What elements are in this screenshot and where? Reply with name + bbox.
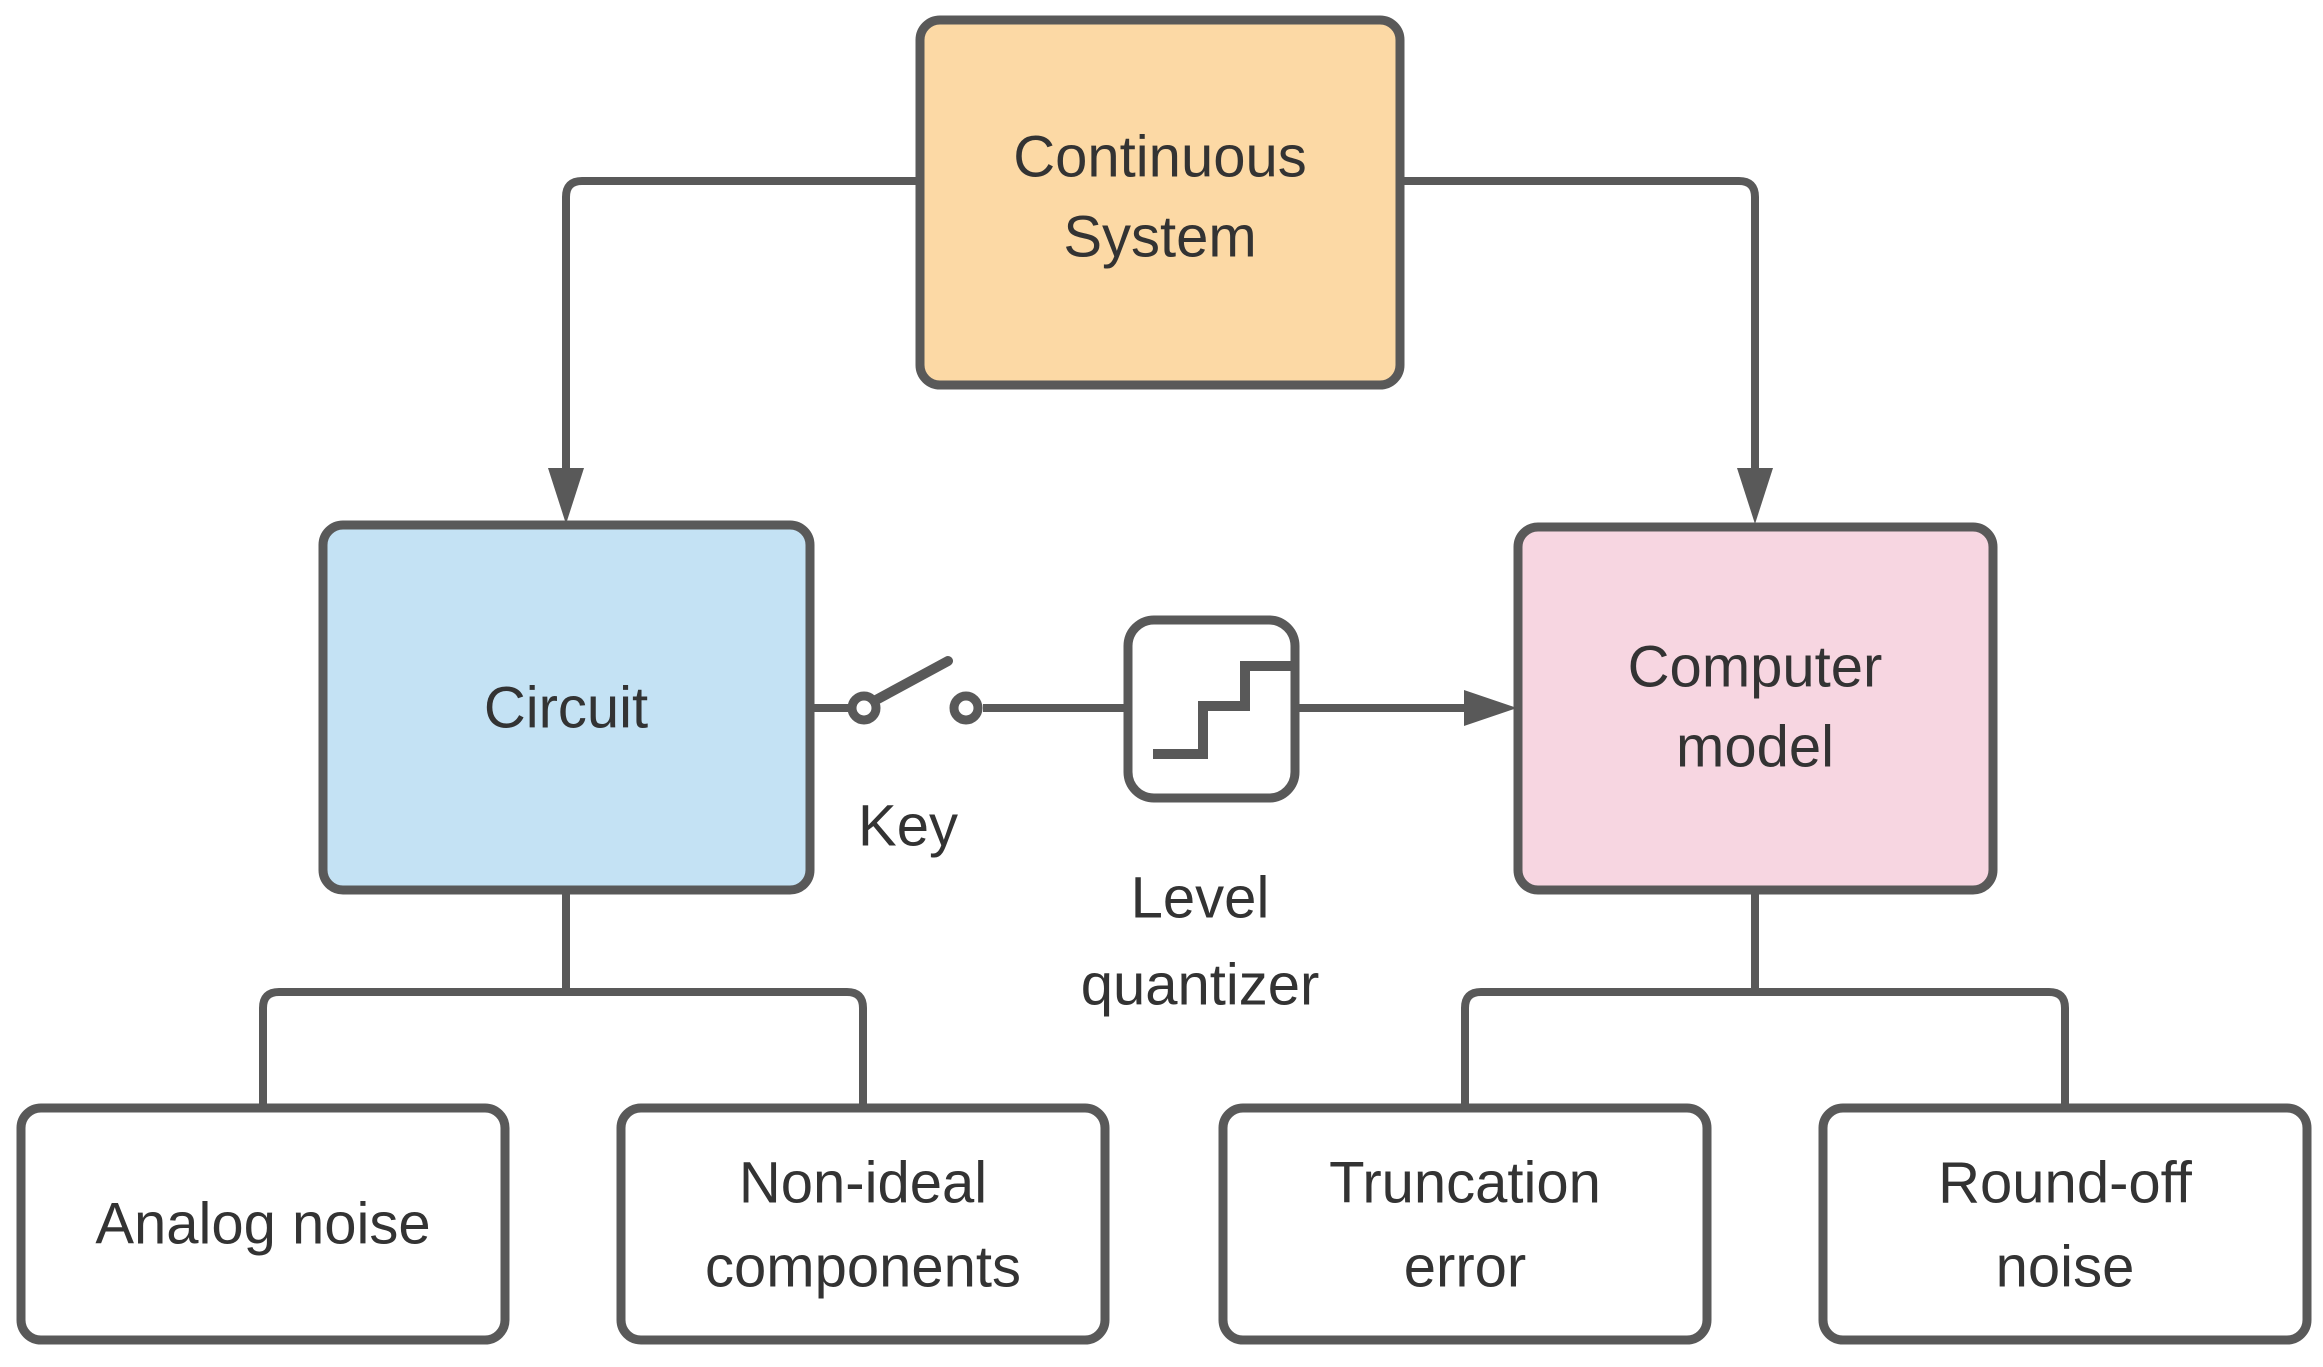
- node-truncation-error: [1218, 1103, 1712, 1345]
- node-non-ideal-components: [616, 1103, 1110, 1345]
- arrowhead-into-circuit: [548, 468, 584, 524]
- switch-contact-left: [847, 691, 881, 725]
- connector-continuous-to-circuit: [562, 177, 920, 470]
- step-function-icon: [1153, 661, 1292, 759]
- truncation-error-label-line2: error: [1404, 1235, 1526, 1300]
- node-round-off-noise: [1818, 1103, 2312, 1345]
- continuous-system-label-line1: Continuous: [1013, 125, 1306, 190]
- node-analog-noise: [16, 1103, 510, 1345]
- level-quantizer-label-line2: quantizer: [1081, 953, 1320, 1018]
- node-computer-model: [1513, 522, 1998, 895]
- connector-continuous-to-computer-model: [1400, 177, 1759, 470]
- truncation-error-label-line1: Truncation: [1329, 1151, 1601, 1216]
- switch-contact-right: [949, 691, 983, 725]
- computer-model-label-line1: Computer: [1628, 635, 1883, 700]
- computer-model-label-line2: model: [1676, 715, 1834, 780]
- connector-computer-model-branches: [1461, 988, 2069, 1108]
- key-label: Key: [858, 794, 958, 859]
- node-circuit: [318, 520, 815, 895]
- switch-lever: [871, 656, 953, 705]
- analog-noise-label: Analog noise: [95, 1192, 430, 1257]
- circuit-label: Circuit: [484, 676, 648, 741]
- connector-circuit-branches: [259, 988, 867, 1108]
- open-switch-icon: [847, 656, 983, 725]
- arrowhead-into-computer-model-top: [1737, 468, 1773, 524]
- round-off-noise-label-line2: noise: [1996, 1235, 2135, 1300]
- non-ideal-components-label-line1: Non-ideal: [739, 1151, 987, 1216]
- node-continuous-system: [915, 15, 1405, 390]
- arrowhead-into-computer-model-left: [1464, 690, 1517, 726]
- level-quantizer-label-line1: Level: [1131, 866, 1270, 931]
- round-off-noise-label-line1: Round-off: [1938, 1151, 2193, 1216]
- continuous-system-label-line2: System: [1063, 205, 1256, 270]
- non-ideal-components-label-line2: components: [705, 1235, 1021, 1300]
